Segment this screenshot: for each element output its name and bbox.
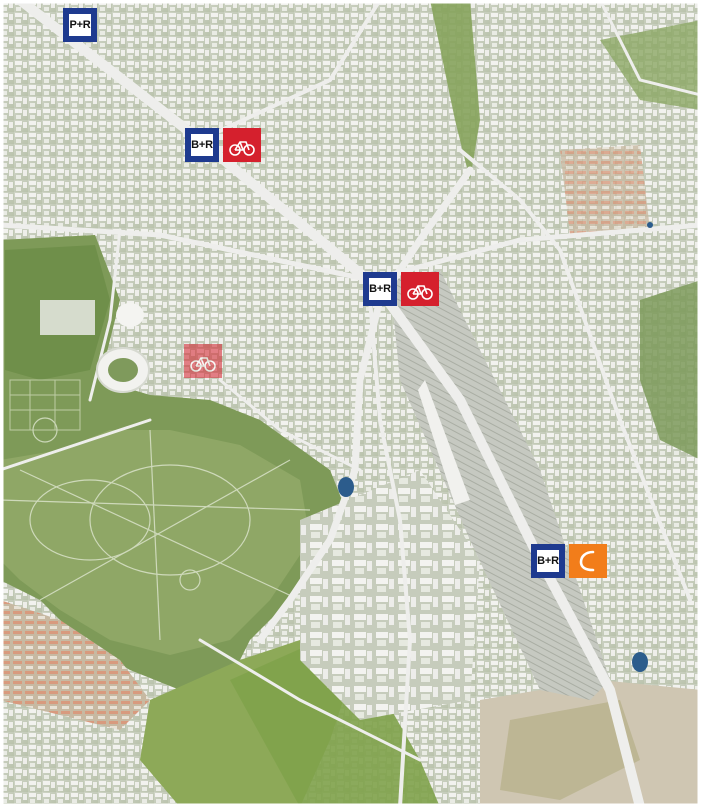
bike-and-ride-label: B+R (537, 555, 559, 567)
bike-sharing-marker-stadium[interactable] (184, 344, 222, 378)
bike-sharing-marker-center[interactable] (401, 272, 439, 306)
bike-and-ride-sign: B+R (367, 276, 393, 302)
bicycle-icon (407, 285, 433, 300)
carsharing-swoosh-icon (579, 550, 595, 572)
bicycle-icon (229, 141, 255, 156)
park-and-ride-label: P+R (69, 19, 91, 31)
park-and-ride-sign: P+R (67, 12, 93, 38)
park-and-ride-marker[interactable]: P+R (63, 8, 97, 42)
bike-and-ride-marker-center[interactable]: B+R (363, 272, 397, 306)
bike-sharing-marker-west[interactable] (223, 128, 261, 162)
bike-and-ride-label: B+R (191, 139, 213, 151)
bike-and-ride-sign: B+R (189, 132, 215, 158)
bike-and-ride-marker-southeast[interactable]: B+R (531, 544, 565, 578)
bike-and-ride-sign: B+R (535, 548, 561, 574)
carsharing-marker-southeast[interactable] (569, 544, 607, 578)
bike-and-ride-marker-west[interactable]: B+R (185, 128, 219, 162)
bicycle-icon (190, 357, 216, 372)
bike-and-ride-label: B+R (369, 283, 391, 295)
